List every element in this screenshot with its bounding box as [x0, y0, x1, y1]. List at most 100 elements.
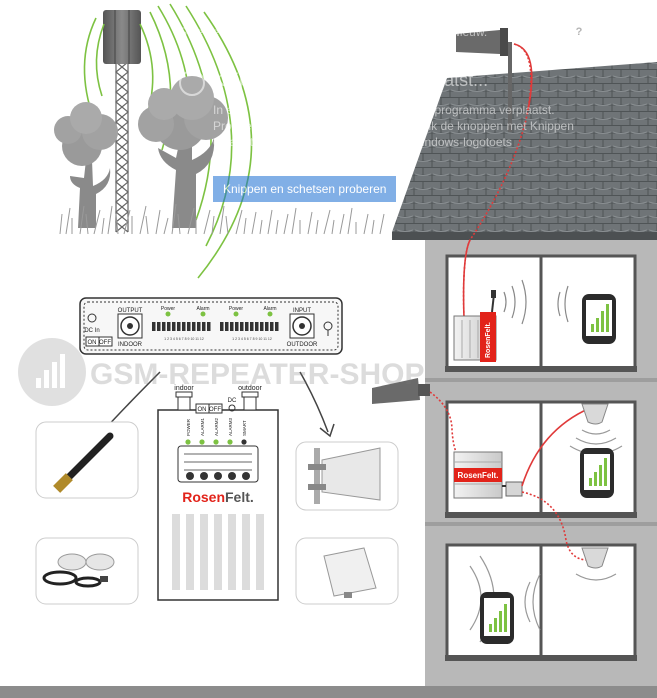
- dip-switch: [182, 322, 186, 331]
- cable-roof: [462, 43, 532, 319]
- dip-switches-2: [220, 322, 279, 331]
- accessory-panel-antenna: [295, 537, 399, 605]
- dip-switch: [245, 322, 249, 331]
- indoor-port-label: indoor: [174, 385, 194, 392]
- control-buttons: [186, 472, 250, 480]
- try-snip-sketch-button[interactable]: Knippen en schetsen proberen: [213, 176, 397, 202]
- status-led-label: POWER: [186, 418, 191, 436]
- dip-switch: [197, 322, 201, 331]
- cable-roof-solid: [513, 43, 533, 111]
- status-led: [185, 439, 191, 445]
- accessory-ceiling-antennas: [35, 537, 139, 605]
- status-led: [227, 439, 233, 445]
- dip-switch: [225, 322, 229, 331]
- off-label: OFF: [209, 407, 221, 413]
- dip-switch: [270, 322, 274, 331]
- dip-switch: [250, 322, 254, 331]
- dip-switch: [260, 322, 264, 331]
- off-label: OFF: [99, 340, 111, 346]
- status-led-label: ALARM1: [200, 417, 205, 436]
- cable-down: [462, 239, 471, 319]
- dip-switch: [235, 322, 239, 331]
- dip-switch: [152, 322, 156, 331]
- brand-name-grey: Felt.: [225, 489, 254, 505]
- wall-antenna: [372, 378, 430, 404]
- dc-label: DC: [228, 398, 237, 404]
- floor-divider: [425, 378, 657, 382]
- input-port-label: INPUT: [293, 308, 311, 314]
- roof-antenna: [456, 28, 512, 132]
- roof-edge: [392, 232, 657, 240]
- status-led-label: ALARM2: [214, 417, 219, 436]
- grass: [59, 203, 385, 235]
- middle-floor-repeater: RosenFelt.: [453, 451, 503, 499]
- dip-switch: [162, 322, 166, 331]
- cable-wall: [429, 391, 463, 457]
- dc-in-label: DC In: [84, 328, 99, 334]
- status-led: [199, 439, 205, 445]
- dip-switch: [255, 322, 259, 331]
- dip-switch: [157, 322, 161, 331]
- cable-ceiling-bottom: [521, 491, 589, 561]
- dip-switch: [172, 322, 176, 331]
- status-led-label: ALARM3: [228, 417, 233, 436]
- window-bottom: [445, 543, 637, 661]
- phone-top: [582, 294, 616, 344]
- on-label: ON: [198, 407, 207, 413]
- watermark-text: GSM-REPEATER-SHOP: [90, 358, 424, 391]
- output-indoor-label: INDOOR: [118, 342, 143, 348]
- status-led: [241, 439, 247, 445]
- repeater-device: indoor outdoor DC ON OFF POWER ALARM1 ALAR…: [157, 385, 279, 601]
- vent-slots: [172, 514, 264, 590]
- phone-bottom: [480, 592, 514, 644]
- dip-switch: [192, 322, 196, 331]
- ceiling-antenna-middle: [581, 403, 609, 425]
- dip-switch: [220, 322, 224, 331]
- dip-switch: [265, 322, 269, 331]
- status-led-label: SMART: [242, 420, 247, 436]
- repeater-brand-label: RosenFelt.: [485, 322, 492, 358]
- on-label: ON: [88, 340, 97, 346]
- svg-text:RosenFelt.: RosenFelt.: [182, 489, 254, 505]
- power-led-label: Power: [161, 306, 176, 312]
- floor-divider: [425, 522, 657, 526]
- status-led: [213, 439, 219, 445]
- accessory-rubber-antenna: [35, 421, 139, 499]
- top-floor-repeater: RosenFelt.: [453, 290, 497, 362]
- dip-switch: [207, 322, 211, 331]
- watermark: GSM-REPEATER-SHOP: [18, 338, 424, 406]
- phone-middle: [580, 448, 614, 498]
- dip-switches-1: [152, 322, 211, 331]
- input-outdoor-label: OUTDOOR: [287, 342, 318, 348]
- ground-strip: [0, 686, 657, 698]
- accessory-yagi-antenna: [295, 441, 399, 511]
- roof: [392, 62, 657, 232]
- outdoor-port-label: outdoor: [238, 385, 262, 392]
- repeater-front-panel: DC In ON OFF OUTPUT INDOOR Power Alarm 1…: [79, 297, 343, 355]
- dip-switch: [240, 322, 244, 331]
- tower-antenna: [103, 10, 141, 64]
- trees: [54, 76, 228, 228]
- status-leds: POWER ALARM1 ALARM2 ALARM3 SMART: [185, 417, 247, 445]
- signal-waves-top: [503, 279, 569, 325]
- dip-switch-numbers: 1 2 3 4 5 6 7 8 9 10 11 12: [232, 337, 272, 341]
- power-led-label: Power: [229, 306, 244, 312]
- alarm-led-label: Alarm: [196, 306, 209, 312]
- splitter: [505, 481, 523, 497]
- dip-switch: [230, 322, 234, 331]
- ceiling-antenna-bottom: [581, 547, 609, 569]
- cell-tower: [103, 10, 141, 233]
- output-port-label: OUTPUT: [118, 308, 143, 314]
- brand-name-red: Rosen: [182, 489, 225, 505]
- repeater-brand-label: RosenFelt.: [458, 471, 499, 480]
- dip-switch: [177, 322, 181, 331]
- dip-switch-numbers: 1 2 3 4 5 6 7 8 9 10 11 12: [164, 337, 204, 341]
- dip-switch: [187, 322, 191, 331]
- dip-switch: [167, 322, 171, 331]
- cable-ceiling-top: [521, 407, 591, 487]
- dip-switch: [275, 322, 279, 331]
- dip-switch: [202, 322, 206, 331]
- alarm-led-label: Alarm: [263, 306, 276, 312]
